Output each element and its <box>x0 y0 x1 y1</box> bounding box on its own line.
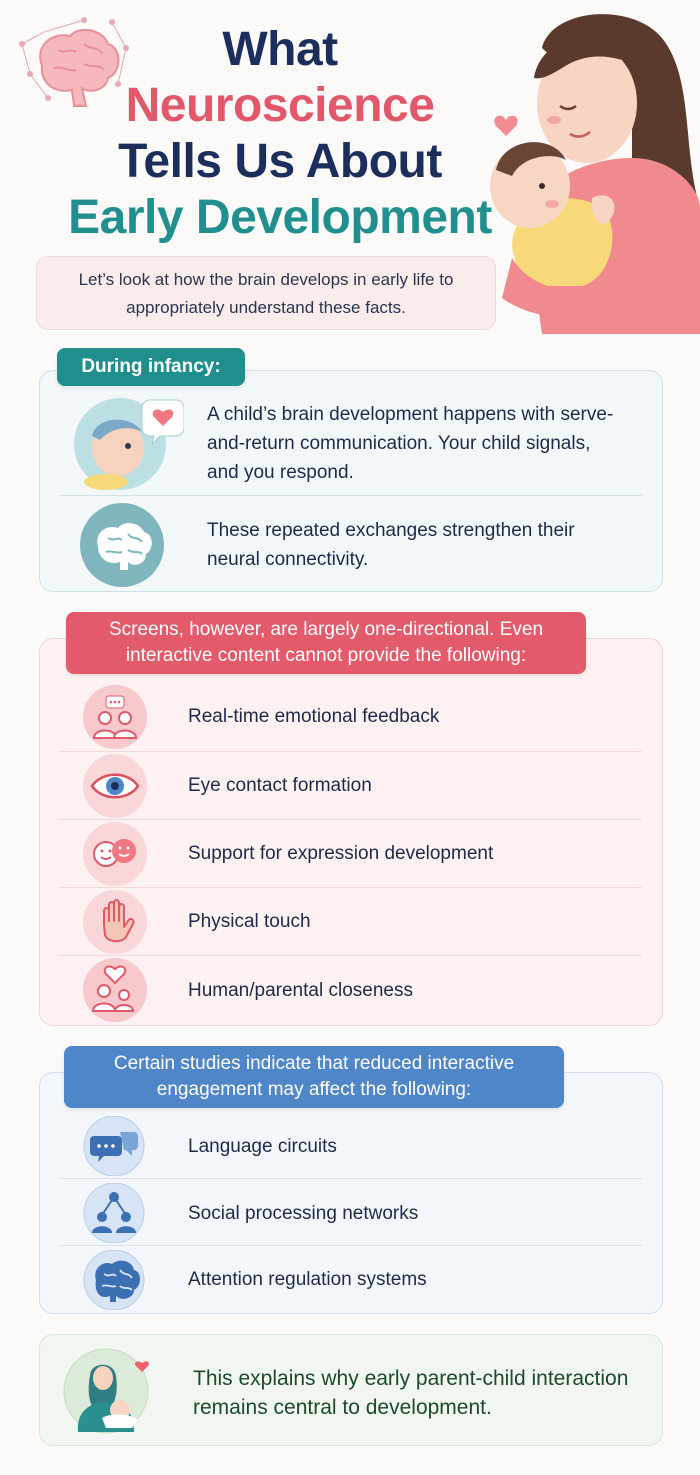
eye-icon <box>83 754 147 818</box>
screens-item-3-text: Support for expression development <box>188 843 494 864</box>
mother-baby-illustration <box>490 14 700 334</box>
conclusion-text: This explains why early parent-child int… <box>193 1367 629 1419</box>
screens-item-4-text: Physical touch <box>188 911 311 932</box>
title-line-3: Tells Us About <box>118 135 442 188</box>
studies-divider-1 <box>60 1178 642 1179</box>
parent-child-heart-icon <box>83 958 147 1022</box>
screens-divider-4 <box>60 955 642 956</box>
social-network-icon <box>83 1183 145 1243</box>
intro-box: Let’s look at how the brain develops in … <box>36 256 496 330</box>
screens-heading: Screens, however, are largely one-direct… <box>66 612 586 674</box>
screens-divider-3 <box>60 887 642 888</box>
brain-network-icon <box>19 17 129 107</box>
infancy-item-2-text: These repeated exchanges strengthen thei… <box>207 520 575 570</box>
title-line-4: Early Development <box>68 191 492 244</box>
studies-item-2-text: Social processing networks <box>188 1203 419 1224</box>
brain-icon <box>83 1250 145 1310</box>
screens-item-1-text: Real-time emotional feedback <box>188 706 440 727</box>
infancy-heading: During infancy: <box>57 348 245 386</box>
studies-divider-2 <box>60 1245 642 1246</box>
studies-item-3-text: Attention regulation systems <box>188 1269 427 1290</box>
speech-bubbles-icon <box>83 1116 145 1176</box>
infancy-item-1-text: A child’s brain development happens with… <box>207 404 614 483</box>
title-line-1: What <box>222 23 338 76</box>
mother-baby-icon <box>63 1348 150 1434</box>
infancy-divider <box>60 495 642 496</box>
screens-item-2-text: Eye contact formation <box>188 775 372 796</box>
faces-expression-icon <box>83 822 147 886</box>
studies-heading: Certain studies indicate that reduced in… <box>64 1046 564 1108</box>
brain-icon <box>80 503 164 587</box>
screens-item-5-text: Human/parental closeness <box>188 980 413 1001</box>
title-line-2: Neuroscience <box>125 79 435 132</box>
studies-item-1-text: Language circuits <box>188 1136 337 1157</box>
screens-divider-1 <box>60 751 642 752</box>
screens-divider-2 <box>60 819 642 820</box>
baby-speech-heart-icon <box>74 398 184 490</box>
people-chat-icon <box>83 685 147 749</box>
hand-icon <box>83 890 147 954</box>
